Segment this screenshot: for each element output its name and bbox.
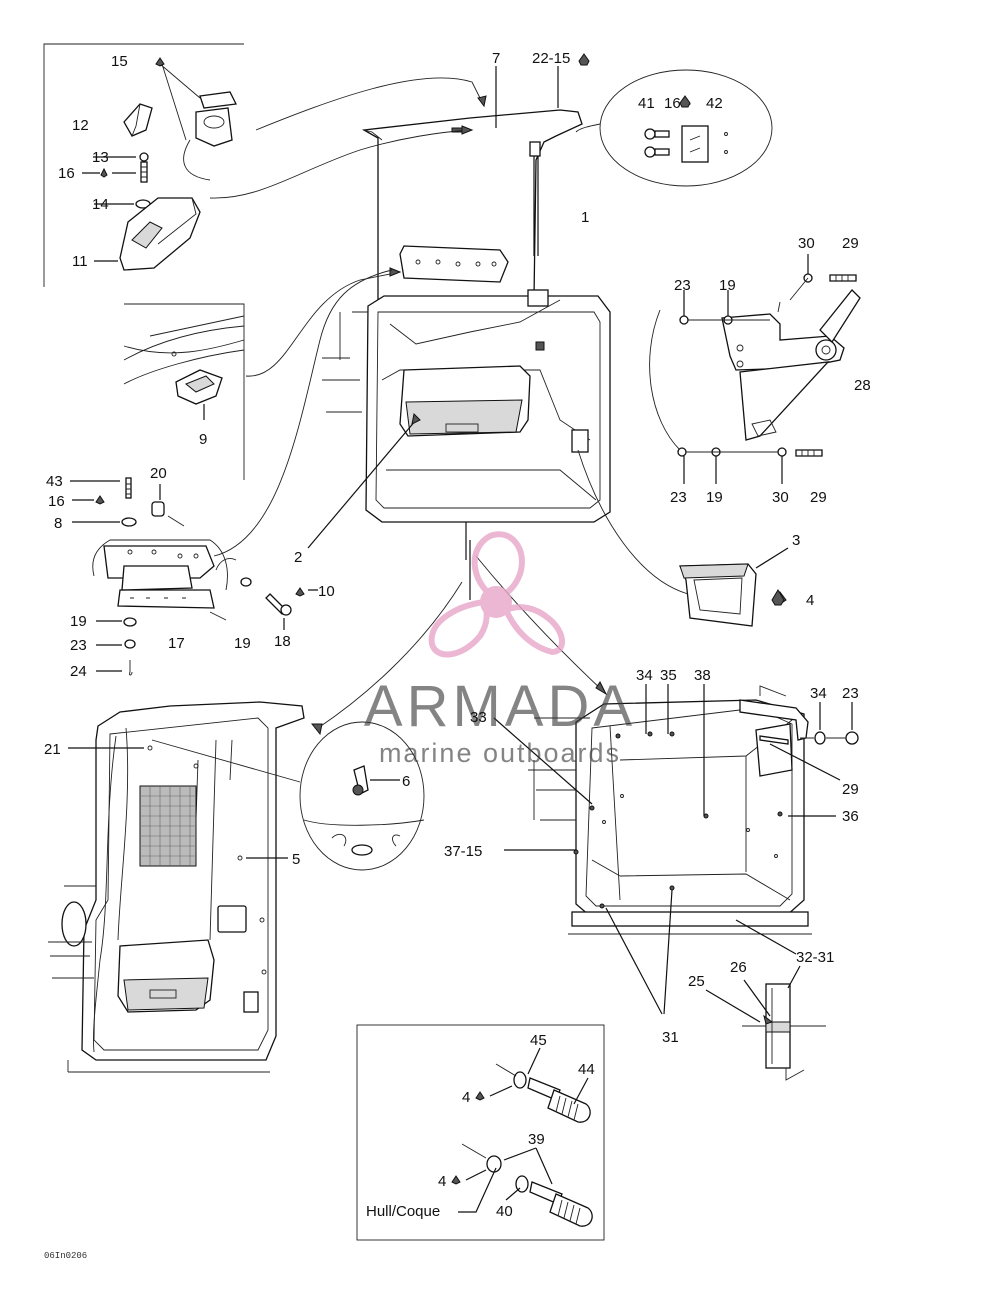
watermark-tagline: marine outboards — [379, 738, 621, 768]
label-19c: 19 — [70, 613, 87, 630]
label-23a: 23 — [674, 277, 691, 294]
label-31: 31 — [662, 1029, 679, 1046]
label-8: 8 — [54, 515, 62, 532]
storage-box-assembly — [475, 555, 859, 1015]
drop-icon — [771, 589, 785, 606]
label-45: 45 — [530, 1032, 547, 1049]
label-19a: 19 — [719, 277, 736, 294]
part-labels: 15 12 13 16 14 11 7 22-15 41 16 42 1 30 … — [44, 50, 871, 1261]
label-16c: 16 — [48, 493, 65, 510]
label-25: 25 — [688, 973, 705, 990]
drawing-code: 06In0206 — [44, 1251, 87, 1261]
label-1: 1 — [581, 209, 589, 226]
watermark-brand: ARMADA — [364, 674, 636, 739]
label-29a: 29 — [842, 235, 859, 252]
label-23c: 23 — [70, 637, 87, 654]
label-11: 11 — [72, 253, 88, 270]
hinge-assembly-28 — [649, 254, 861, 484]
label-20: 20 — [150, 465, 167, 482]
label-3: 3 — [792, 532, 800, 549]
clip-detail-25-26 — [705, 965, 826, 1081]
label-5: 5 — [292, 851, 300, 868]
label-22-15: 22-15 — [532, 50, 570, 67]
drop-icon — [679, 95, 691, 108]
label-13: 13 — [92, 149, 109, 166]
drop-icon — [578, 53, 590, 66]
circle-detail-41-42 — [575, 69, 773, 187]
label-26: 26 — [730, 959, 747, 976]
label-2: 2 — [294, 549, 302, 566]
label-24: 24 — [70, 663, 87, 680]
label-36: 36 — [842, 808, 859, 825]
label-9: 9 — [199, 431, 207, 448]
label-28: 28 — [854, 377, 871, 394]
circle-detail-6 — [299, 581, 463, 871]
mesh-pattern — [140, 786, 196, 866]
label-34a: 34 — [636, 667, 653, 684]
label-12: 12 — [72, 117, 89, 134]
plate-assembly-17 — [70, 269, 421, 676]
label-30a: 30 — [798, 235, 815, 252]
label-34b: 34 — [810, 685, 827, 702]
label-23d: 23 — [842, 685, 859, 702]
label-16b: 16 — [664, 95, 681, 112]
label-4c: 4 — [438, 1173, 446, 1190]
inset-handle-9 — [123, 315, 245, 420]
label-37-15: 37-15 — [444, 843, 482, 860]
label-33: 33 — [470, 709, 487, 726]
label-41: 41 — [638, 95, 655, 112]
inset-latch-parts — [82, 57, 237, 271]
label-4a: 4 — [806, 592, 814, 609]
label-29c: 29 — [842, 781, 859, 798]
label-42: 42 — [706, 95, 723, 112]
inset-frames — [43, 43, 605, 1241]
seat-box-assembly — [48, 701, 305, 1073]
label-43: 43 — [46, 473, 63, 490]
label-4b: 4 — [462, 1089, 470, 1106]
label-44: 44 — [578, 1061, 595, 1078]
label-38: 38 — [694, 667, 711, 684]
label-35: 35 — [660, 667, 677, 684]
label-39: 39 — [528, 1131, 545, 1148]
label-10: 10 — [318, 583, 335, 600]
label-18: 18 — [274, 633, 291, 650]
label-19d: 19 — [234, 635, 251, 652]
propeller-logo — [428, 531, 565, 658]
label-23b: 23 — [670, 489, 687, 506]
label-15: 15 — [111, 53, 128, 70]
bracket-part-3 — [577, 449, 789, 627]
label-17: 17 — [168, 635, 185, 652]
label-21: 21 — [44, 741, 61, 758]
label-7: 7 — [492, 50, 500, 67]
main-hatch-assembly — [209, 66, 611, 600]
label-19b: 19 — [706, 489, 723, 506]
label-40: 40 — [496, 1203, 513, 1220]
label-16a: 16 — [58, 165, 75, 182]
label-29b: 29 — [810, 489, 827, 506]
inset-handles — [451, 1047, 593, 1227]
label-6: 6 — [402, 773, 410, 790]
label-30b: 30 — [772, 489, 789, 506]
label-hull-coque: Hull/Coque — [366, 1203, 440, 1220]
label-14: 14 — [92, 196, 109, 213]
sealant-drop-icons — [578, 53, 785, 606]
watermark: ARMADA marine outboards — [364, 531, 636, 768]
label-32-31: 32-31 — [796, 949, 834, 966]
